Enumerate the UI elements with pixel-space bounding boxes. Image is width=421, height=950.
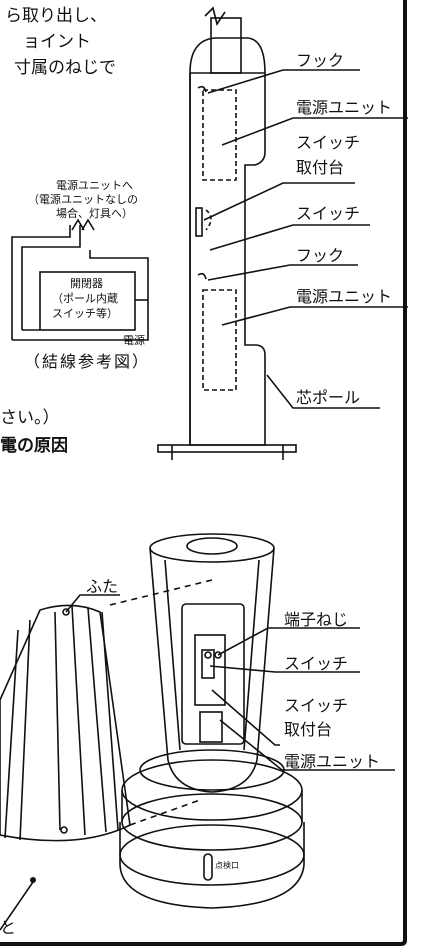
- label-cover: ふた: [86, 577, 119, 596]
- label-terminal-screw: 端子ねじ: [284, 610, 349, 629]
- instruction-line-2: ョイント: [23, 32, 91, 52]
- label-switch: スイッチ: [296, 204, 361, 223]
- label-switch-base-2: 取付台: [296, 158, 345, 177]
- wiring-switch-2: （ポール内蔵: [52, 292, 118, 305]
- label-partial-bottom: と: [0, 918, 17, 937]
- label-hook-bottom: フック: [296, 246, 345, 265]
- label-lamp-switch: スイッチ: [284, 654, 349, 673]
- pole-diagram: [157, 6, 408, 460]
- instruction-line-4: さい。）: [0, 408, 60, 428]
- label-hook-top: フック: [296, 51, 345, 70]
- label-power-unit-top: 電源ユニット: [296, 98, 393, 117]
- wiring-to-unit-1: 電源ユニットへ: [56, 179, 133, 192]
- page-border: [0, 0, 407, 946]
- label-lamp-power-unit: 電源ユニット: [284, 752, 381, 771]
- label-lamp-switch-base-2: 取付台: [284, 720, 333, 739]
- label-inspection-port: 点検口: [215, 861, 239, 870]
- label-power-unit-bottom: 電源ユニット: [296, 287, 393, 306]
- wiring-switch-3: スイッチ等）: [52, 307, 118, 320]
- wiring-to-unit-2: （電源ユニットなしの: [28, 193, 138, 206]
- instruction-line-3: 寸属のねじで: [14, 58, 116, 78]
- label-lamp-switch-base-1: スイッチ: [284, 696, 349, 715]
- instruction-line-1: ら取り出し、: [5, 6, 107, 26]
- wiring-power: 電源: [123, 334, 145, 347]
- wiring-to-unit-3: 場合、灯具へ）: [56, 207, 133, 220]
- wiring-switch-1: 開閉器: [70, 277, 103, 290]
- warning-text: 電の原因: [0, 436, 68, 456]
- label-switch-base-1: スイッチ: [296, 133, 361, 152]
- label-core-pole: 芯ポール: [296, 388, 361, 407]
- wiring-caption: （結線参考図）: [24, 352, 151, 371]
- lamp-diagram: [0, 533, 395, 931]
- wiring-diagram: [11, 218, 149, 341]
